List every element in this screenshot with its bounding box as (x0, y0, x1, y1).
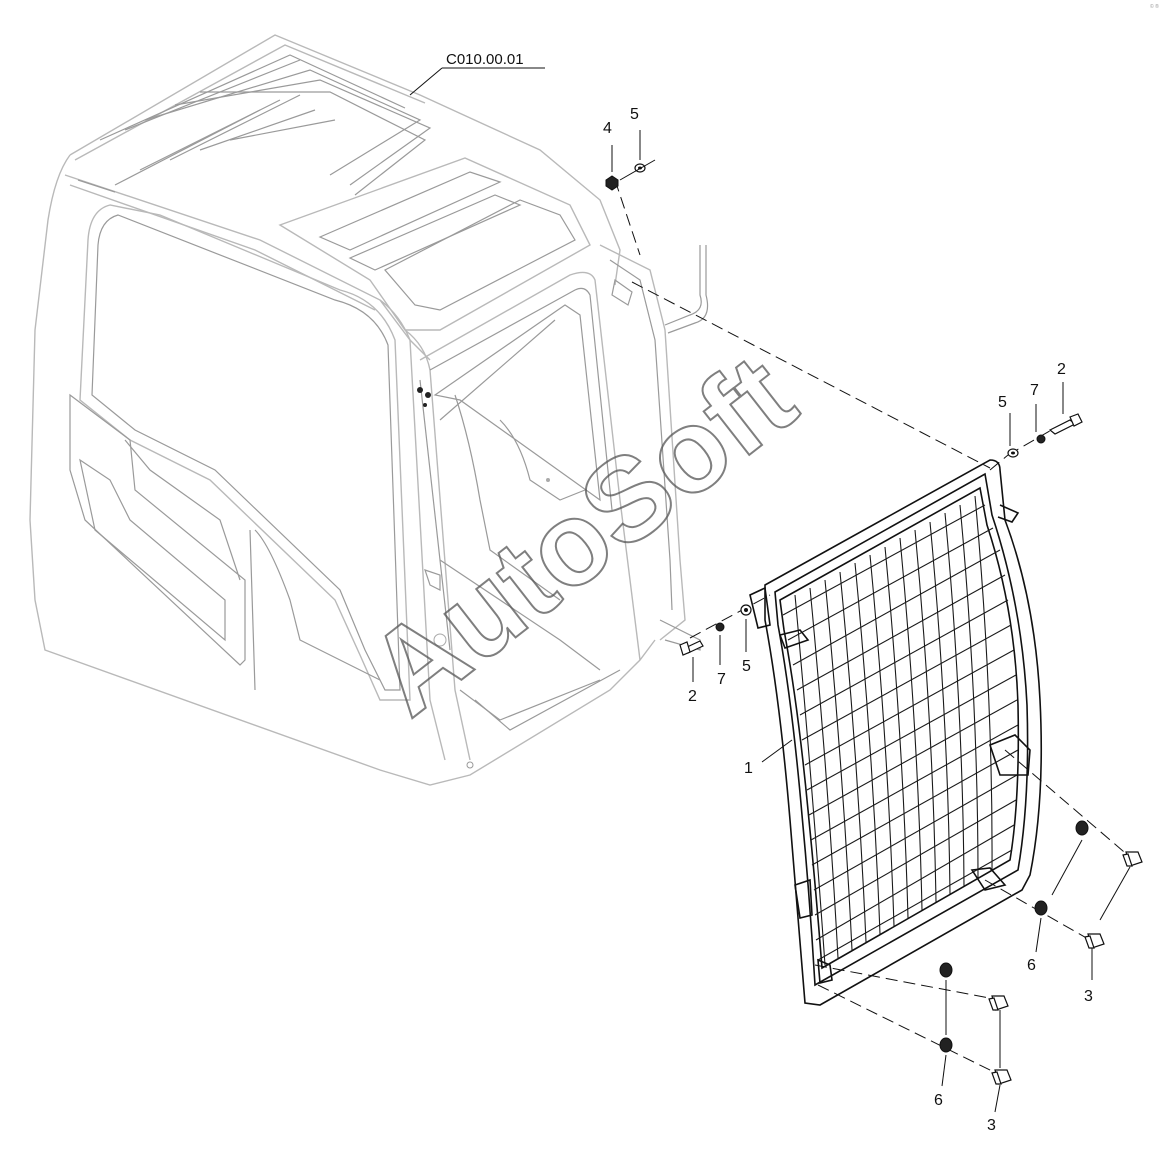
operator-cab (29, 34, 709, 786)
callout-5-left: 5 (742, 658, 751, 675)
corner-mark: © ® (1150, 3, 1159, 10)
callout-1: 1 (744, 760, 753, 777)
callout-4-top: 4 (603, 120, 612, 137)
rear-window-guard (749, 459, 1043, 1006)
lockwasher-7-right (1036, 434, 1046, 444)
callout-5-top: 5 (630, 106, 639, 123)
leader-lines (409, 67, 1131, 1113)
spacer-6-d (939, 1037, 953, 1053)
bolt-3-c (988, 995, 1009, 1011)
bolt-2-right (1048, 413, 1083, 435)
spacer-6-a (1075, 820, 1089, 836)
spacer-6-b (1034, 900, 1048, 916)
callout-3-lower: 3 (987, 1117, 996, 1134)
callout-7-right: 7 (1030, 382, 1039, 399)
bolt-3-d (991, 1069, 1012, 1085)
lockwasher-7-left (715, 622, 725, 632)
callout-2-right: 2 (1057, 361, 1066, 378)
callout-3-upper: 3 (1084, 988, 1093, 1005)
spacer-6-c (939, 962, 953, 978)
bolt-3-b (1084, 933, 1105, 949)
callout-7-left: 7 (717, 671, 726, 688)
callout-5-right: 5 (998, 394, 1007, 411)
nut-4-top (605, 175, 619, 191)
guard-mesh (782, 495, 1019, 966)
callout-6-lower: 6 (934, 1092, 943, 1109)
bolt-2-left (679, 640, 704, 656)
callout-6-upper: 6 (1027, 957, 1036, 974)
hardware (605, 163, 1143, 1085)
reference-label: C010.00.01 (446, 51, 524, 68)
bolt-3-a (1122, 851, 1143, 867)
callout-2-left: 2 (688, 688, 697, 705)
watermark: AutoSoft (345, 330, 819, 741)
